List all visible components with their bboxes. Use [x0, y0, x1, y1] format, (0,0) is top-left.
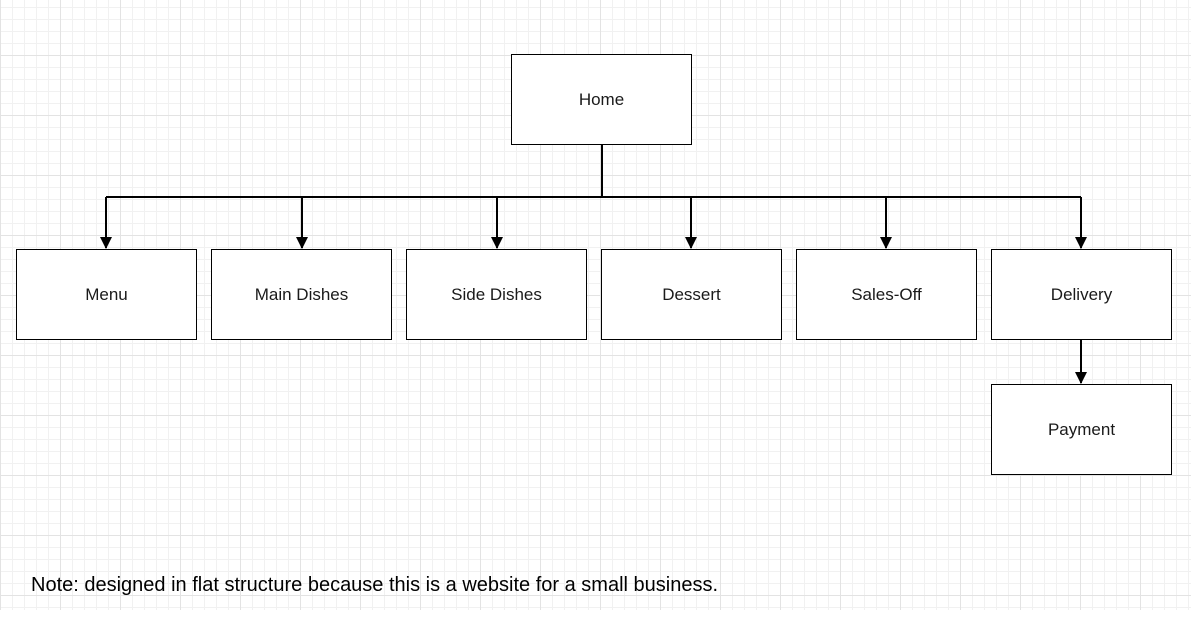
node-main-dishes: Main Dishes — [211, 249, 392, 340]
node-dessert: Dessert — [601, 249, 782, 340]
node-sales-off-label: Sales-Off — [851, 284, 922, 304]
node-main-dishes-label: Main Dishes — [254, 284, 349, 304]
node-dessert-label: Dessert — [662, 284, 721, 304]
node-side-dishes: Side Dishes — [406, 249, 587, 340]
node-menu: Menu — [16, 249, 197, 340]
node-menu-label: Menu — [85, 284, 128, 304]
connector-layer — [100, 145, 1087, 384]
node-payment-label: Payment — [1047, 419, 1116, 439]
diagram-note: Note: designed in flat structure because… — [31, 574, 719, 596]
diagram-canvas: Home Menu Main Dishes Side Dishes Desser… — [0, 0, 1191, 610]
node-payment: Payment — [991, 384, 1172, 475]
node-home-label: Home — [578, 89, 625, 109]
node-side-dishes-label: Side Dishes — [451, 284, 542, 304]
node-delivery: Delivery — [991, 249, 1172, 340]
node-sales-off: Sales-Off — [796, 249, 977, 340]
node-delivery-label: Delivery — [1050, 284, 1113, 304]
node-home: Home — [511, 54, 692, 145]
